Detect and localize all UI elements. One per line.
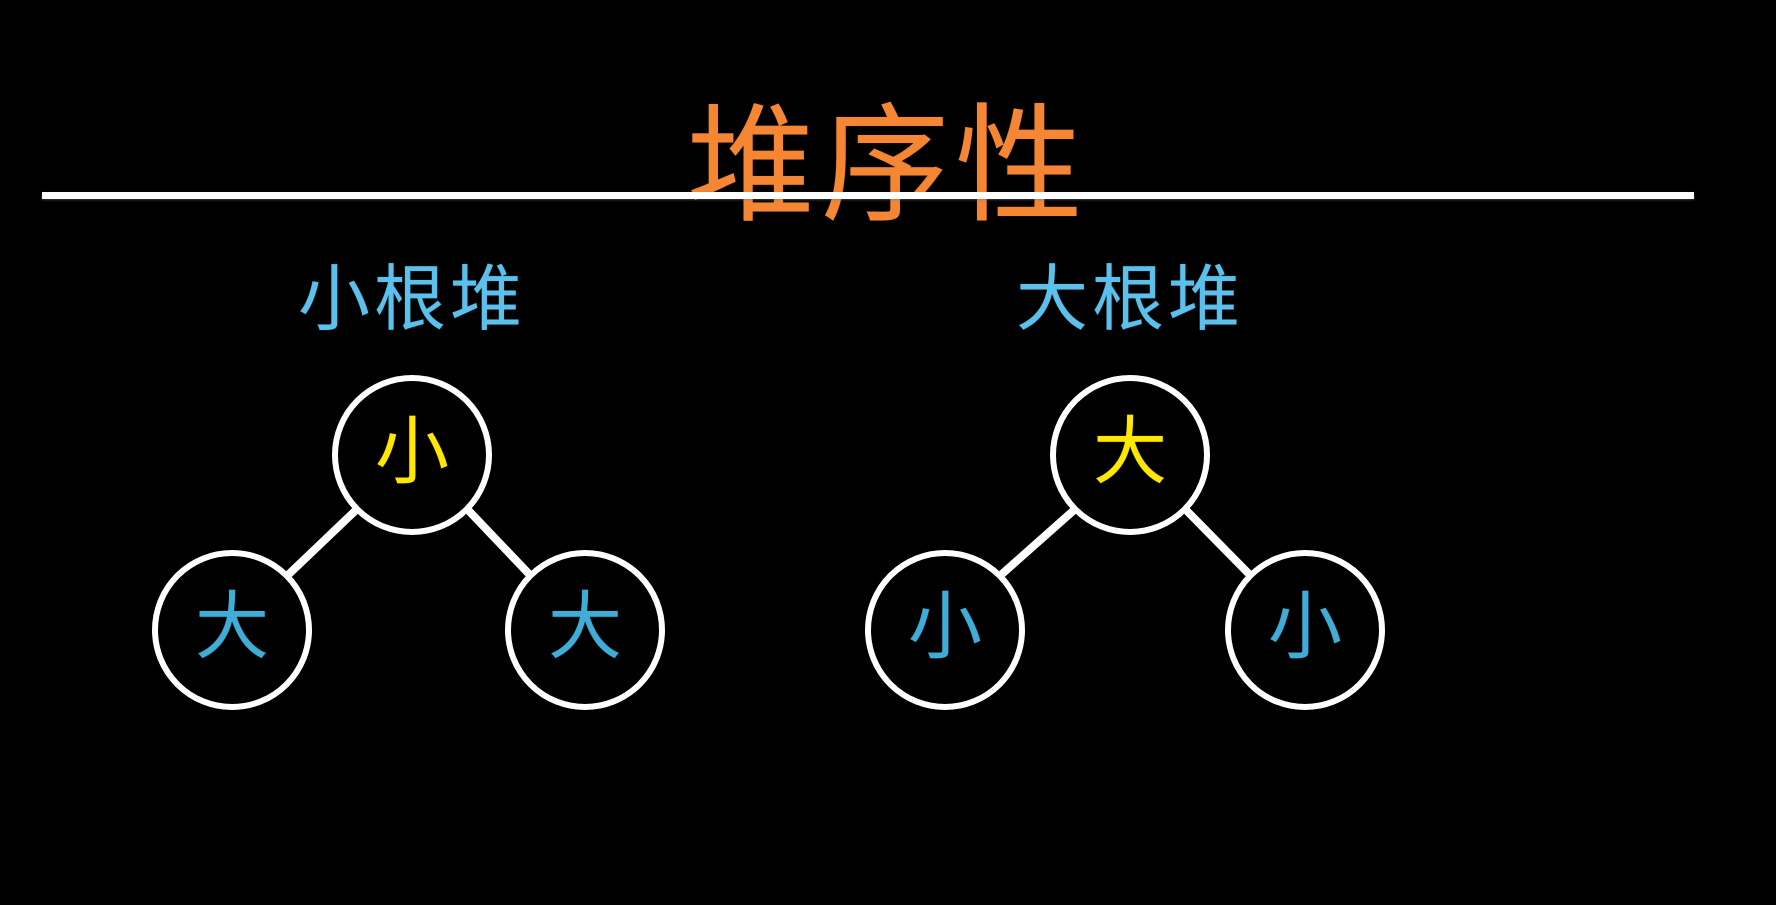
title-block: 堆序性 bbox=[0, 14, 1776, 320]
node-max-heap-root[interactable]: 大 bbox=[1050, 375, 1210, 535]
node-label: 小 bbox=[908, 587, 982, 669]
node-label: 大 bbox=[195, 587, 269, 669]
node-max-heap-child-right[interactable]: 小 bbox=[1225, 550, 1385, 710]
page-title: 堆序性 bbox=[686, 95, 1089, 238]
edge-min-heap-root-right bbox=[465, 507, 533, 578]
node-label: 大 bbox=[548, 587, 622, 669]
edge-max-heap-root-left bbox=[998, 507, 1077, 578]
node-min-heap-child-right[interactable]: 大 bbox=[505, 550, 665, 710]
title-divider-rule bbox=[42, 192, 1694, 199]
tree-caption-max-heap: 大根堆 bbox=[1015, 260, 1245, 340]
node-label: 小 bbox=[375, 412, 449, 494]
tree-caption-min-heap: 小根堆 bbox=[297, 260, 527, 340]
edge-max-heap-root-right bbox=[1183, 507, 1253, 578]
node-label: 小 bbox=[1268, 587, 1342, 669]
edge-min-heap-root-left bbox=[285, 507, 359, 578]
node-min-heap-root[interactable]: 小 bbox=[332, 375, 492, 535]
node-label: 大 bbox=[1093, 412, 1167, 494]
node-max-heap-child-left[interactable]: 小 bbox=[865, 550, 1025, 710]
node-min-heap-child-left[interactable]: 大 bbox=[152, 550, 312, 710]
